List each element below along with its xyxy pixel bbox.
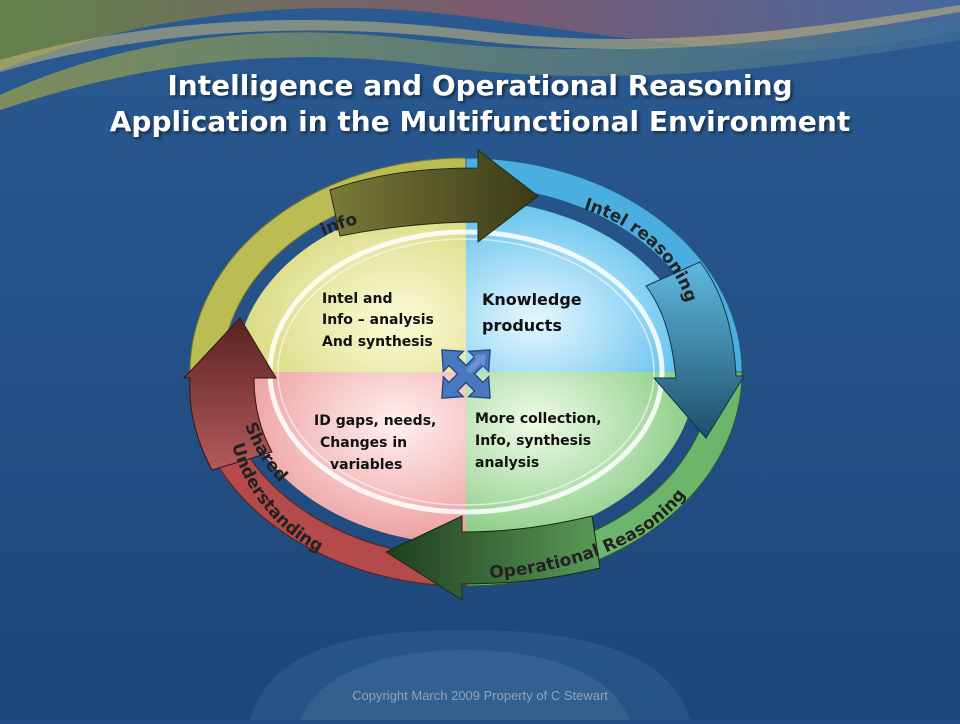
arrow-left [182, 317, 277, 471]
decorative-waves [0, 0, 960, 110]
quadrant-text-bottom-right-2: Info, synthesis [475, 433, 591, 449]
quadrant-text-bottom-right-1: More collection, [475, 411, 602, 427]
four-way-arrow-icon [441, 349, 491, 399]
arrow-right [645, 261, 745, 439]
quadrant-text-top-right-2: products [482, 316, 562, 335]
quadrant-text-bottom-left-3: variables [330, 457, 402, 473]
quadrant-text-bottom-left-2: Changes in [320, 435, 407, 451]
quadrant-text-bottom-left-1: ID gaps, needs, [314, 413, 436, 429]
quadrant-text-top-right-1: Knowledge [482, 290, 582, 309]
title-line-2: Application in the Multifunctional Envir… [109, 105, 851, 138]
quadrant-text-bottom-right-3: analysis [475, 455, 539, 471]
arrow-top [329, 148, 539, 244]
quadrant-text-top-left-2: Info – analysis [322, 312, 434, 328]
quadrant-text-top-left-3: And synthesis [322, 334, 433, 350]
quadrant-text-top-left-1: Intel and [322, 291, 392, 307]
quadrant-bottom-left [236, 372, 466, 544]
quadrant-top-left [236, 200, 466, 372]
slide-title: Intelligence and Operational Reasoning A… [0, 68, 960, 140]
diagram-reflection [250, 630, 690, 720]
quadrant-texts: Intel and Info – analysis And synthesis … [314, 290, 602, 473]
arrow-bottom [384, 515, 601, 601]
title-line-1: Intelligence and Operational Reasoning [167, 69, 793, 102]
quadrant-top-right [466, 200, 696, 372]
quadrant-bottom-right [466, 372, 696, 544]
copyright-footer: Copyright March 2009 Property of C Stewa… [352, 688, 608, 703]
cycle-arrows [182, 148, 745, 601]
